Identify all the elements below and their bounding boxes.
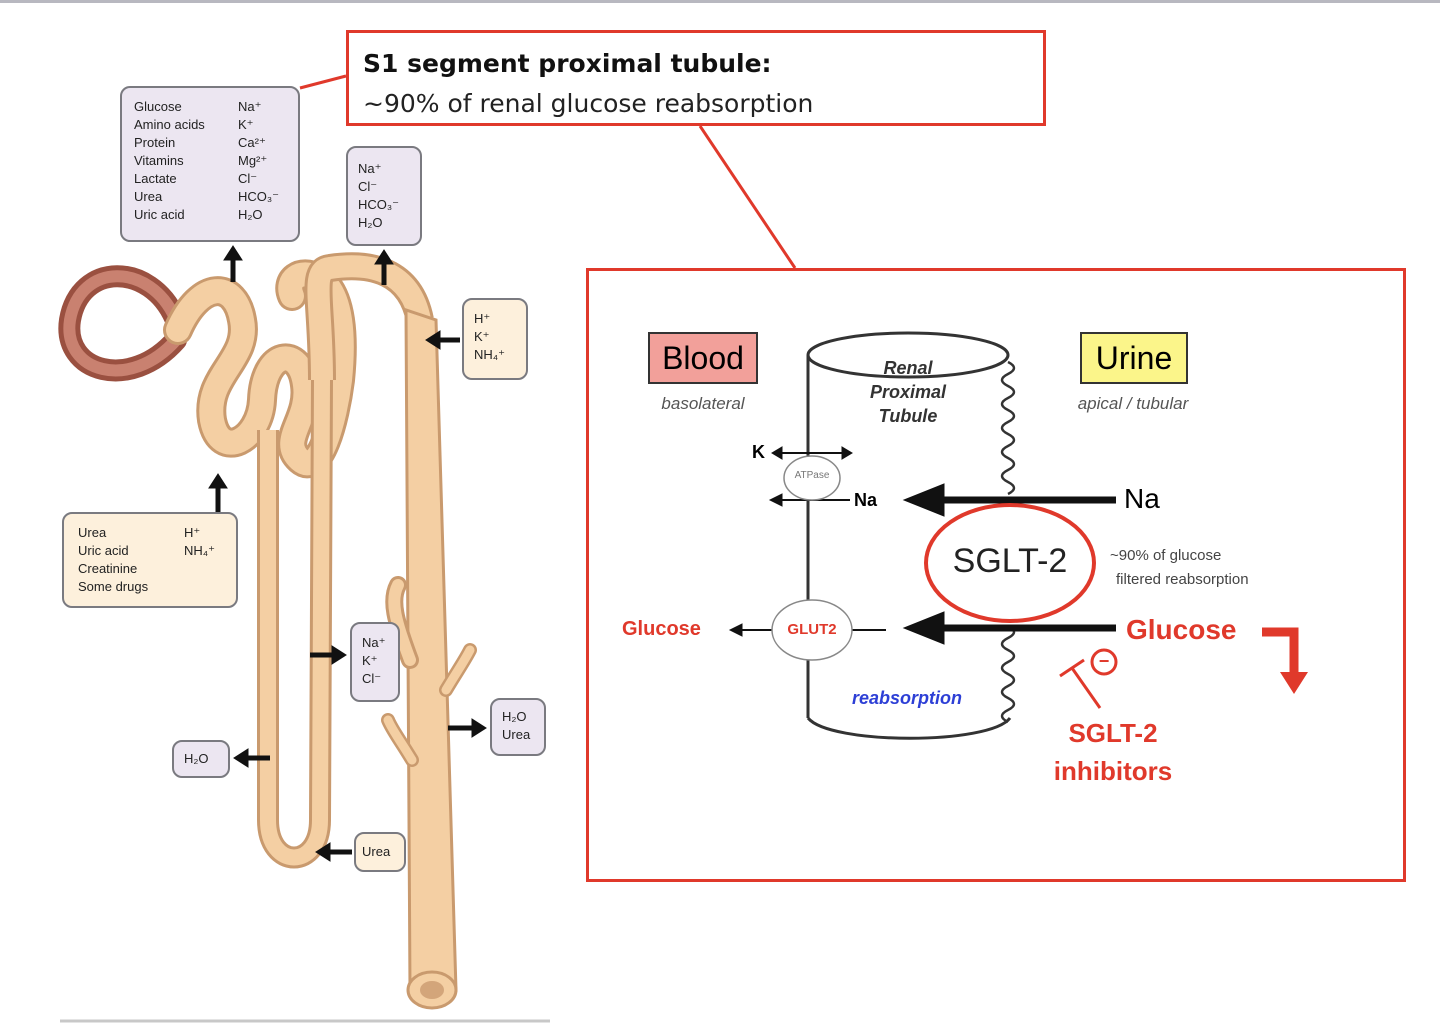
inhibitors-line: SGLT-2 (1068, 718, 1158, 748)
glucose-influx-arrow (902, 611, 1116, 645)
callout-connector-left (299, 74, 347, 90)
solute-label: K⁺ (362, 653, 378, 668)
inhibition-minus-sign: − (1098, 651, 1110, 671)
solute-label: H₂O (358, 215, 383, 230)
solute-label: NH₄⁺ (184, 543, 215, 558)
sglt2-inhibitors-label: SGLT-2 inhibitors (1040, 714, 1186, 790)
na-influx-arrow (902, 483, 1116, 517)
solute-label: Ca²⁺ (238, 135, 266, 150)
solute-label: K⁺ (238, 117, 254, 132)
solute-label: Creatinine (78, 561, 138, 576)
solute-label: H₂O (184, 751, 209, 766)
transport-arrows (208, 245, 487, 862)
solute-label: Cl⁻ (238, 171, 258, 186)
collecting-duct (381, 307, 477, 1010)
tubule-label-line: Renal (883, 358, 933, 378)
sglt2-label: SGLT-2 (952, 542, 1068, 580)
blood-label: Blood (648, 332, 758, 384)
solute-label: Cl⁻ (362, 671, 382, 686)
reabsorption-list-2: Na⁺ K⁺ Ca²⁺ Mg²⁺ Cl⁻ HCO₃⁻ H₂O (238, 98, 279, 224)
solute-label: Cl⁻ (358, 179, 378, 194)
solute-label: Na⁺ (238, 99, 262, 114)
solute-label: H₂O (502, 709, 527, 724)
solute-label: H⁺ (474, 311, 491, 326)
solute-label: NH₄⁺ (474, 347, 505, 362)
proximal-convoluted-tubule (163, 259, 357, 479)
top-border-line (0, 0, 1440, 3)
tubule-label: Renal Proximal Tubule (848, 356, 968, 428)
solute-label: Uric acid (78, 543, 129, 558)
s1-segment-callout: S1 segment proximal tubule: ~90% of rena… (346, 30, 1046, 126)
reabsorption-box-pct: Glucose Amino acids Protein Vitamins Lac… (120, 86, 300, 242)
solute-label: Lactate (134, 171, 177, 186)
solute-label: Urea (362, 844, 391, 859)
distal-tubule (304, 252, 434, 381)
callout-subtitle: ~90% of renal glucose reabsorption (363, 89, 814, 118)
solute-label: Some drugs (78, 579, 149, 594)
glut2-label: GLUT2 (787, 621, 837, 638)
solute-label: H₂O (238, 207, 263, 222)
solute-label: Protein (134, 135, 176, 150)
water-box-loop: H₂O (172, 740, 230, 778)
inhibition-symbol (1059, 648, 1118, 709)
callout-title: S1 segment proximal tubule: (363, 49, 772, 78)
glut2-transporter (771, 599, 853, 661)
solute-label: Uric acid (134, 207, 185, 222)
reabsorption-list-1: Glucose Amino acids Protein Vitamins Lac… (134, 98, 205, 224)
atpase-label: ATPase (794, 470, 830, 481)
reabsorption-box-collecting: H₂O Urea (490, 698, 546, 756)
apical-membrane-zigzag (1000, 360, 1016, 724)
inhibitors-line: inhibitors (1053, 756, 1173, 786)
urine-excretion-arrow (1262, 627, 1308, 694)
solute-label: HCO₃⁻ (238, 189, 280, 204)
potassium-label: K (752, 442, 765, 462)
atpase-pump (783, 455, 841, 501)
glucose-label-blood: Glucose (622, 618, 701, 640)
solute-label: Urea (134, 189, 163, 204)
solute-label: Urea (78, 525, 107, 540)
k-arrow (771, 446, 853, 460)
callout-connector-right (698, 125, 797, 269)
solute-label: Urea (502, 727, 531, 742)
solute-label: Mg²⁺ (238, 153, 268, 168)
solute-label: Vitamins (134, 153, 184, 168)
glucose-label-urine: Glucose (1126, 614, 1237, 645)
solute-label: K⁺ (474, 329, 490, 344)
secretion-list-1: Urea Uric acid Creatinine Some drugs (78, 524, 148, 596)
reabsorption-label: reabsorption (852, 688, 963, 708)
sglt2-note-line: filtered reabsorption (1116, 571, 1249, 588)
tubule-label-line: Tubule (878, 406, 938, 426)
secretion-box-distal: H⁺ K⁺ NH₄⁺ (462, 298, 528, 380)
reabsorption-box-loop: Na⁺ K⁺ Cl⁻ (350, 622, 400, 702)
solute-label: Na⁺ (358, 161, 382, 176)
secretion-list-2: H⁺ NH₄⁺ (184, 524, 215, 560)
loop-of-henle (257, 379, 333, 869)
solute-label: Amino acids (134, 117, 205, 132)
solute-label: Glucose (134, 99, 182, 114)
solute-label: HCO₃⁻ (358, 197, 400, 212)
sodium-label-inner: Na (854, 490, 878, 510)
sglt2-note: ~90% of glucose filtered reabsorption (1110, 544, 1249, 592)
blood-sublabel: basolateral (661, 394, 745, 413)
sglt2-transporter (924, 503, 1096, 623)
solute-label: H⁺ (184, 525, 201, 540)
sglt2-note-line: ~90% of glucose (1110, 547, 1222, 564)
reabsorption-box-distal: Na⁺ Cl⁻ HCO₃⁻ H₂O (346, 146, 422, 246)
urine-sublabel: apical / tubular (1077, 394, 1189, 413)
bowmans-capsule (58, 265, 187, 382)
urine-label: Urine (1080, 332, 1188, 384)
solute-label: Na⁺ (362, 635, 386, 650)
secretion-box-pct: Urea Uric acid Creatinine Some drugs H⁺ … (62, 512, 238, 608)
tubule-label-line: Proximal (869, 382, 947, 402)
urea-box: Urea (354, 832, 406, 872)
sodium-label-outer: Na (1124, 483, 1160, 514)
sglt2-detail-panel (586, 268, 1406, 882)
